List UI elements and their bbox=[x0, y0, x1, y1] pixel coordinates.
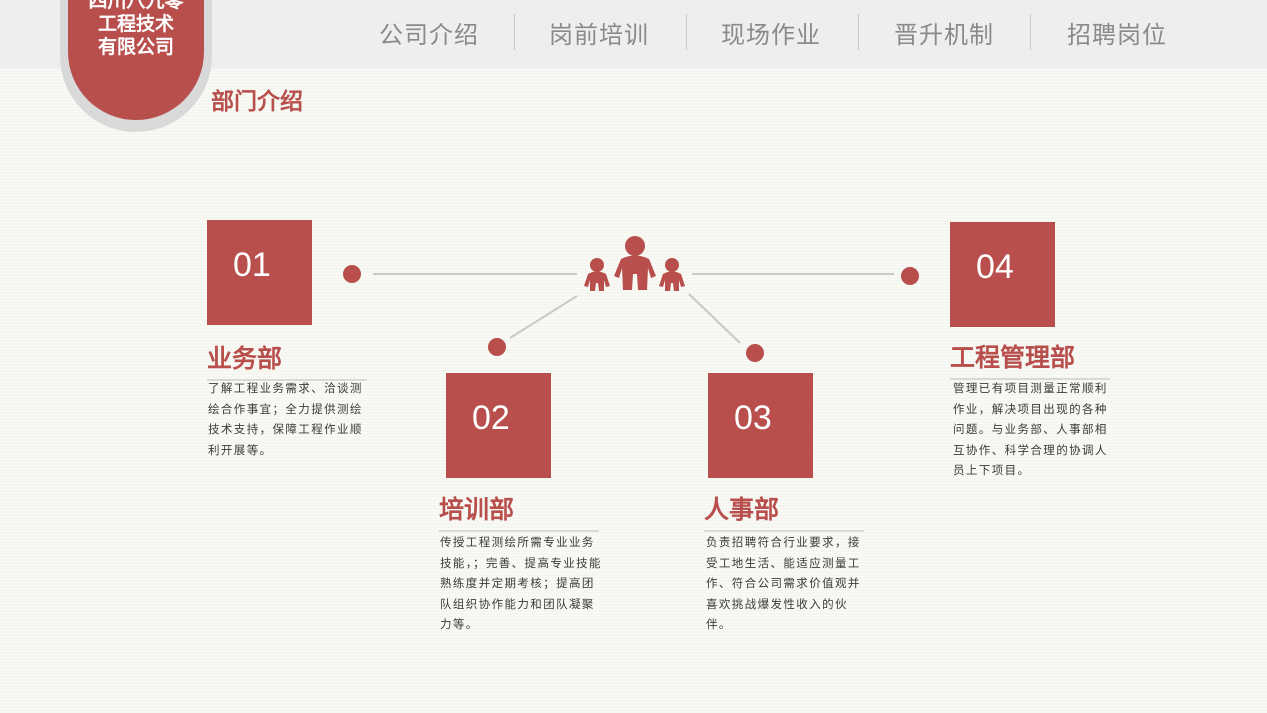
logo-line: 有限公司 bbox=[97, 36, 174, 58]
dept-name-hr: 人事部 bbox=[704, 490, 864, 532]
dept-desc-engineering-management: 管理已有项目测量正常顺利作业，解决项目出现的各种问题。与业务部、人事部相互协作、… bbox=[953, 381, 1108, 477]
nav-item-promotion[interactable]: 晋升机制 bbox=[894, 20, 994, 49]
dept-desc-business: 了解工程业务需求、洽谈测绘合作事宜；全力提供测绘技术支持，保障工程作业顺利开展等… bbox=[208, 381, 363, 457]
dept-name-training: 培训部 bbox=[439, 490, 599, 532]
section-title: 部门介绍 bbox=[211, 89, 303, 115]
dept-desc-hr: 负责招聘符合行业要求，接受工地生活、能适应测量工作、符合公司需求价值观并喜欢挑战… bbox=[706, 535, 861, 631]
logo-line: 四川八九零 bbox=[88, 0, 184, 12]
node-dot-02 bbox=[488, 338, 506, 356]
dept-name-engineering-management: 工程管理部 bbox=[950, 338, 1110, 380]
nav-item-recruitment[interactable]: 招聘岗位 bbox=[1067, 20, 1167, 49]
company-logo[interactable]: 四川八九零 工程技术 有限公司 bbox=[68, 0, 204, 120]
node-dot-03 bbox=[746, 344, 764, 362]
dept-number-box-03: 03 bbox=[708, 373, 813, 478]
team-people-icon bbox=[584, 236, 685, 291]
dept-number-box-02: 02 bbox=[446, 373, 551, 478]
nav-item-pre-job-training[interactable]: 岗前培训 bbox=[549, 20, 649, 49]
nav-separator bbox=[514, 14, 515, 50]
dept-number-box-01: 01 bbox=[207, 220, 312, 325]
node-dot-01 bbox=[343, 265, 361, 283]
dept-name-business: 业务部 bbox=[207, 339, 367, 381]
nav-separator bbox=[858, 14, 859, 50]
connector-line-03 bbox=[688, 293, 741, 344]
node-dot-04 bbox=[901, 267, 919, 285]
nav-item-company-intro[interactable]: 公司介绍 bbox=[379, 20, 479, 49]
dept-desc-training: 传授工程测绘所需专业业务技能，；完善、提高专业技能熟练度并定期考核；提高团队组织… bbox=[440, 535, 602, 631]
nav-separator bbox=[1030, 14, 1031, 50]
logo-line: 工程技术 bbox=[97, 13, 174, 35]
dept-number-box-04: 04 bbox=[950, 222, 1055, 327]
connector-line-02 bbox=[509, 295, 578, 339]
nav-separator bbox=[686, 14, 687, 50]
nav-item-field-work[interactable]: 现场作业 bbox=[721, 20, 821, 49]
